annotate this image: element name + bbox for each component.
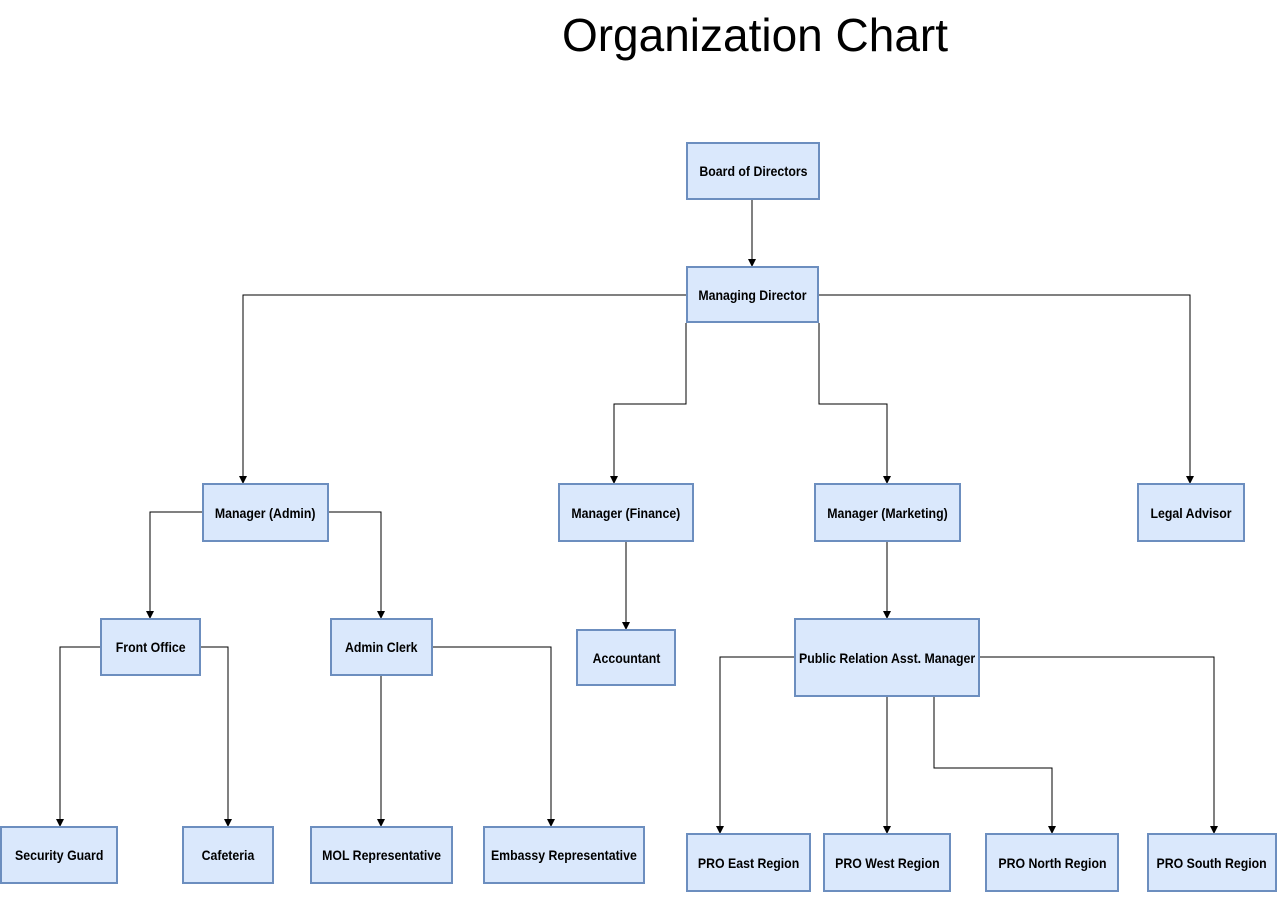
- edge-admin-frontoffice: [146, 511, 202, 619]
- edge-md-marketing: [818, 323, 891, 484]
- edge-md-finance: [610, 323, 687, 484]
- node-manager-admin: Manager (Admin): [202, 483, 329, 542]
- node-manager-marketing: Manager (Marketing): [814, 483, 961, 542]
- node-pro-north-region: PRO North Region: [985, 833, 1119, 892]
- node-pro-west-region: PRO West Region: [823, 833, 951, 892]
- node-accountant: Accountant: [576, 629, 676, 686]
- node-pro-south-region: PRO South Region: [1147, 833, 1277, 892]
- edge-pr-south: [980, 656, 1218, 834]
- node-pr-asst-manager: Public Relation Asst. Manager: [794, 618, 980, 697]
- edge-frontoffice-cafeteria: [201, 646, 232, 827]
- chart-title: Organization Chart: [561, 9, 949, 61]
- node-legal-advisor: Legal Advisor: [1137, 483, 1245, 542]
- edge-frontoffice-security: [56, 646, 100, 827]
- node-security-guard: Security Guard: [0, 826, 118, 884]
- node-board-of-directors: Board of Directors: [686, 142, 820, 200]
- node-pro-east-region: PRO East Region: [686, 833, 811, 892]
- edge-pr-north: [933, 697, 1056, 834]
- edge-admin-clerk: [329, 511, 385, 619]
- edge-md-legal: [819, 294, 1194, 484]
- node-manager-finance: Manager (Finance): [558, 483, 694, 542]
- edge-pr-east: [716, 656, 794, 834]
- edge-clerk-embassy: [433, 646, 555, 827]
- node-embassy-representative: Embassy Representative: [483, 826, 645, 884]
- node-mol-representative: MOL Representative: [310, 826, 453, 884]
- edge-md-admin: [239, 294, 686, 484]
- node-front-office: Front Office: [100, 618, 201, 676]
- node-cafeteria: Cafeteria: [182, 826, 274, 884]
- node-managing-director: Managing Director: [686, 266, 819, 323]
- node-admin-clerk: Admin Clerk: [330, 618, 433, 676]
